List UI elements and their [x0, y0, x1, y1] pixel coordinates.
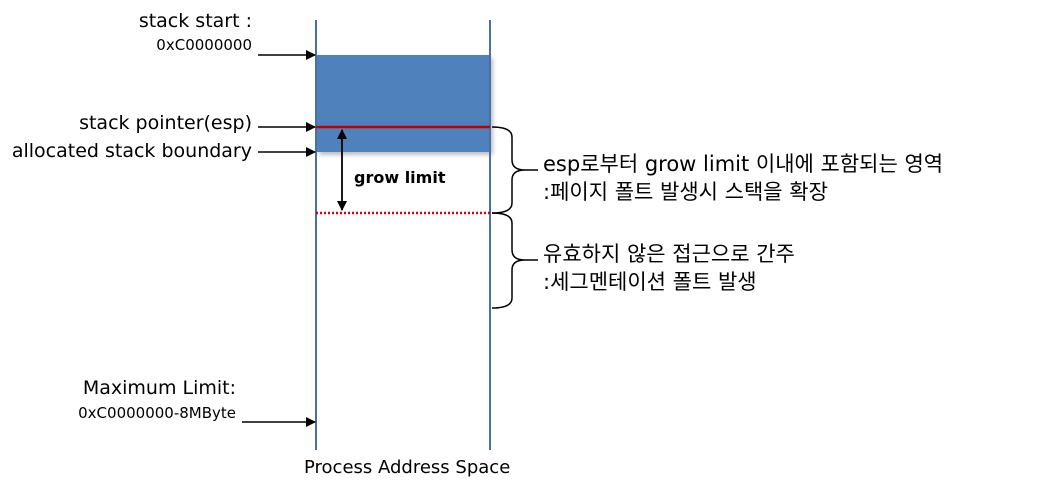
growable-region-line2: :페이지 폴트 발생시 스택을 확장: [543, 180, 828, 204]
maximum-limit-address: 0xC0000000-8MByte: [78, 404, 236, 422]
grow-limit-label: grow limit: [354, 168, 446, 187]
growable-region-line1: esp로부터 grow limit 이내에 포함되는 영역: [543, 152, 944, 176]
stack-start-address: 0xC0000000: [156, 36, 252, 54]
invalid-region-line2: :세그멘테이션 폴트 발생: [543, 270, 757, 294]
diagram-caption: Process Address Space: [304, 457, 511, 478]
invalid-region-brace: [491, 212, 526, 309]
invalid-region-line1: 유효하지 않은 접근으로 간주: [543, 242, 795, 266]
maximum-limit-label: Maximum Limit:: [82, 377, 236, 399]
allocated-boundary-label: allocated stack boundary: [11, 140, 252, 162]
growable-region-description: esp로부터 grow limit 이내에 포함되는 영역 :페이지 폴트 발생…: [543, 150, 943, 206]
stack-start-label: stack start :: [138, 10, 252, 32]
growable-region-brace: [491, 126, 526, 214]
invalid-region-description: 유효하지 않은 접근으로 간주 :세그멘테이션 폴트 발생: [543, 240, 795, 296]
stack-pointer-label: stack pointer(esp): [79, 112, 252, 134]
